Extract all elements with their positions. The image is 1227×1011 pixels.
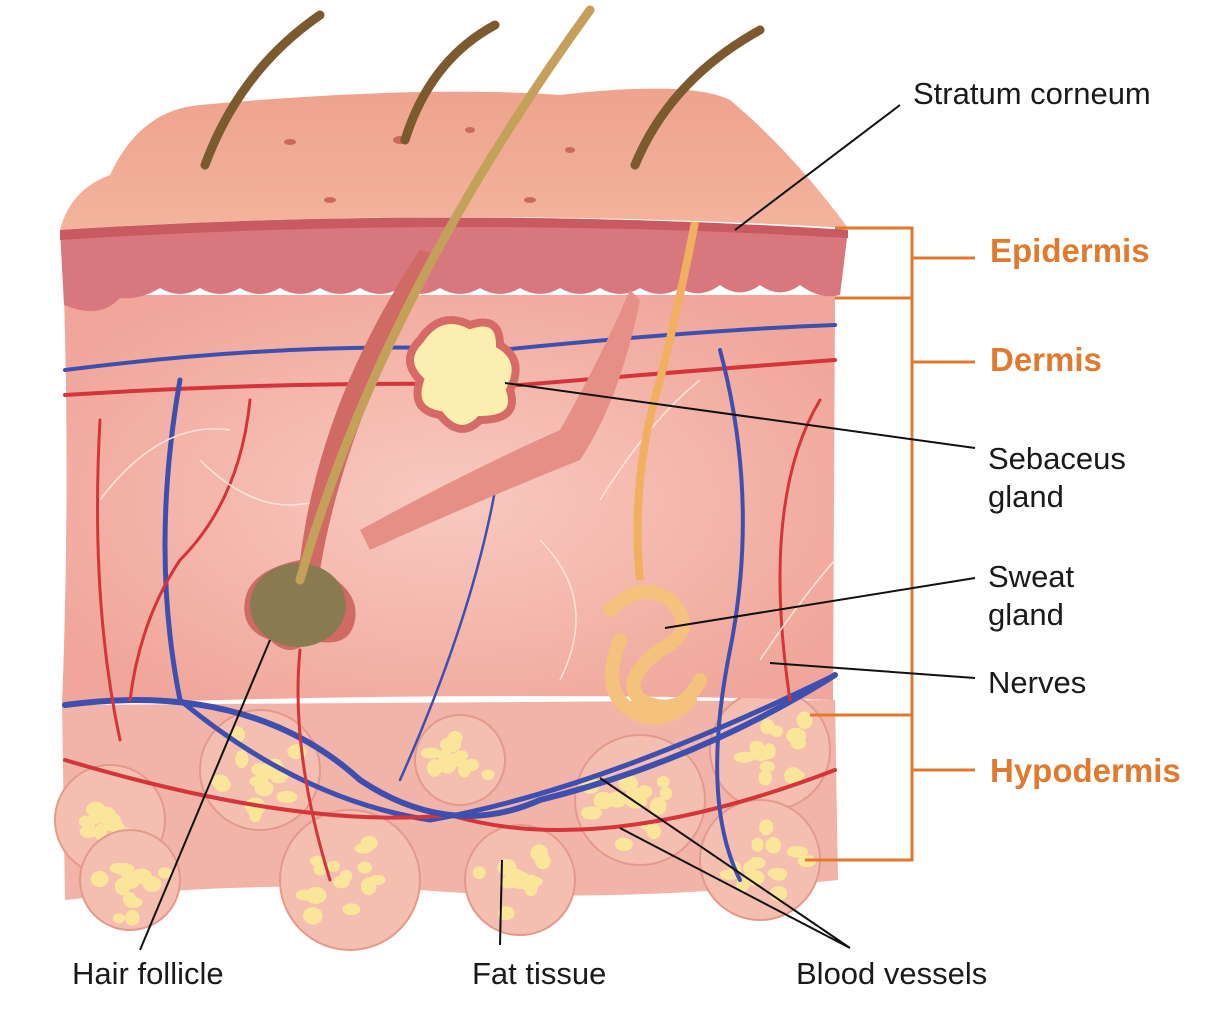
sweat-gland-label-line2: gland [988,597,1064,632]
fat-cell [114,877,130,896]
fat-cell [326,860,340,872]
fat-cell [210,774,229,789]
fat-cell [784,767,803,785]
fat-cell [796,711,813,730]
fat-cell [733,751,755,763]
layer-bracket [805,226,975,862]
fat-cell [649,797,667,816]
fat-cell [235,750,249,769]
fat-cell [765,837,782,854]
fat-cell [753,750,770,762]
skin-surface [60,88,848,230]
epidermis-layer [60,217,848,312]
hairs [200,5,765,585]
fat-cell [249,809,262,823]
fat-cell [440,737,462,753]
fat-cell [438,748,452,766]
fat-cell [354,843,373,854]
stratum-corneum-layer [60,217,848,240]
fat-cell [636,785,653,799]
fat-cell [535,853,551,870]
fat-cell [758,769,773,786]
fat-cell [656,776,670,788]
nerves-label: Nerves [988,665,1086,700]
hypodermis-label: Hypodermis [990,752,1181,789]
stratum-corneum-label: Stratum corneum [913,76,1151,111]
blood-vessels-label: Blood vessels [796,956,987,991]
fat-cell [303,907,323,925]
sweat-gland [603,585,707,725]
hair-follicle-label: Hair follicle [72,956,224,991]
leader-lines [139,104,976,951]
fat-cell [759,819,774,836]
fat-cell [743,869,765,886]
fat-cell [614,837,633,851]
fat-cell [86,801,106,817]
fat-cell [420,747,442,759]
hair-bulb [250,563,346,647]
fat-cell [786,845,809,858]
fat-cell [472,866,486,880]
fat-cell [125,909,140,926]
fat-cell [659,786,673,800]
pores [284,127,575,203]
fat-cell [90,870,109,888]
fat-cell [646,823,661,840]
fat-cell [276,790,298,803]
fat-cell [342,903,361,916]
dermis-label: Dermis [990,341,1102,378]
fat-cell [257,763,277,779]
fat-cell [618,775,639,792]
fat-cell [759,761,775,773]
fat-cell [606,791,628,808]
fat-cell [497,858,515,876]
sebaceous-gland [406,316,520,433]
fat-cell [357,861,372,874]
sweat-gland-label-line1: Sweat [988,559,1075,594]
sebaceus-gland-label-line2: gland [988,479,1064,514]
fat-cell [524,882,538,897]
fat-cell [767,867,788,879]
fat-cell [157,867,173,879]
fat-cell [748,857,766,869]
fat-cell [339,869,353,883]
fat-cell [304,886,327,904]
fat-tissue-label: Fat tissue [472,956,606,991]
fat-cell [580,806,602,820]
arrector-pili-muscle [360,290,640,550]
fat-cell [123,891,137,906]
fat-cell [481,769,495,781]
fat-cell [769,725,783,738]
fat-cell [368,875,386,886]
fat-cell [458,762,471,778]
sweat-duct [633,221,699,581]
fat-cell [112,913,126,924]
fat-cell [79,825,99,838]
fat-cell [751,837,764,852]
fat-cell [254,780,274,797]
fat-cell [114,863,135,876]
fat-cell [790,736,807,750]
sebaceus-gland-label-line1: Sebaceus [988,441,1126,476]
fat-cell [426,759,443,777]
epidermis-label: Epidermis [990,232,1150,269]
fat-cell [499,876,520,889]
fat-cell [749,741,765,753]
fat-tissue [54,689,831,951]
fat-cell [497,906,515,921]
